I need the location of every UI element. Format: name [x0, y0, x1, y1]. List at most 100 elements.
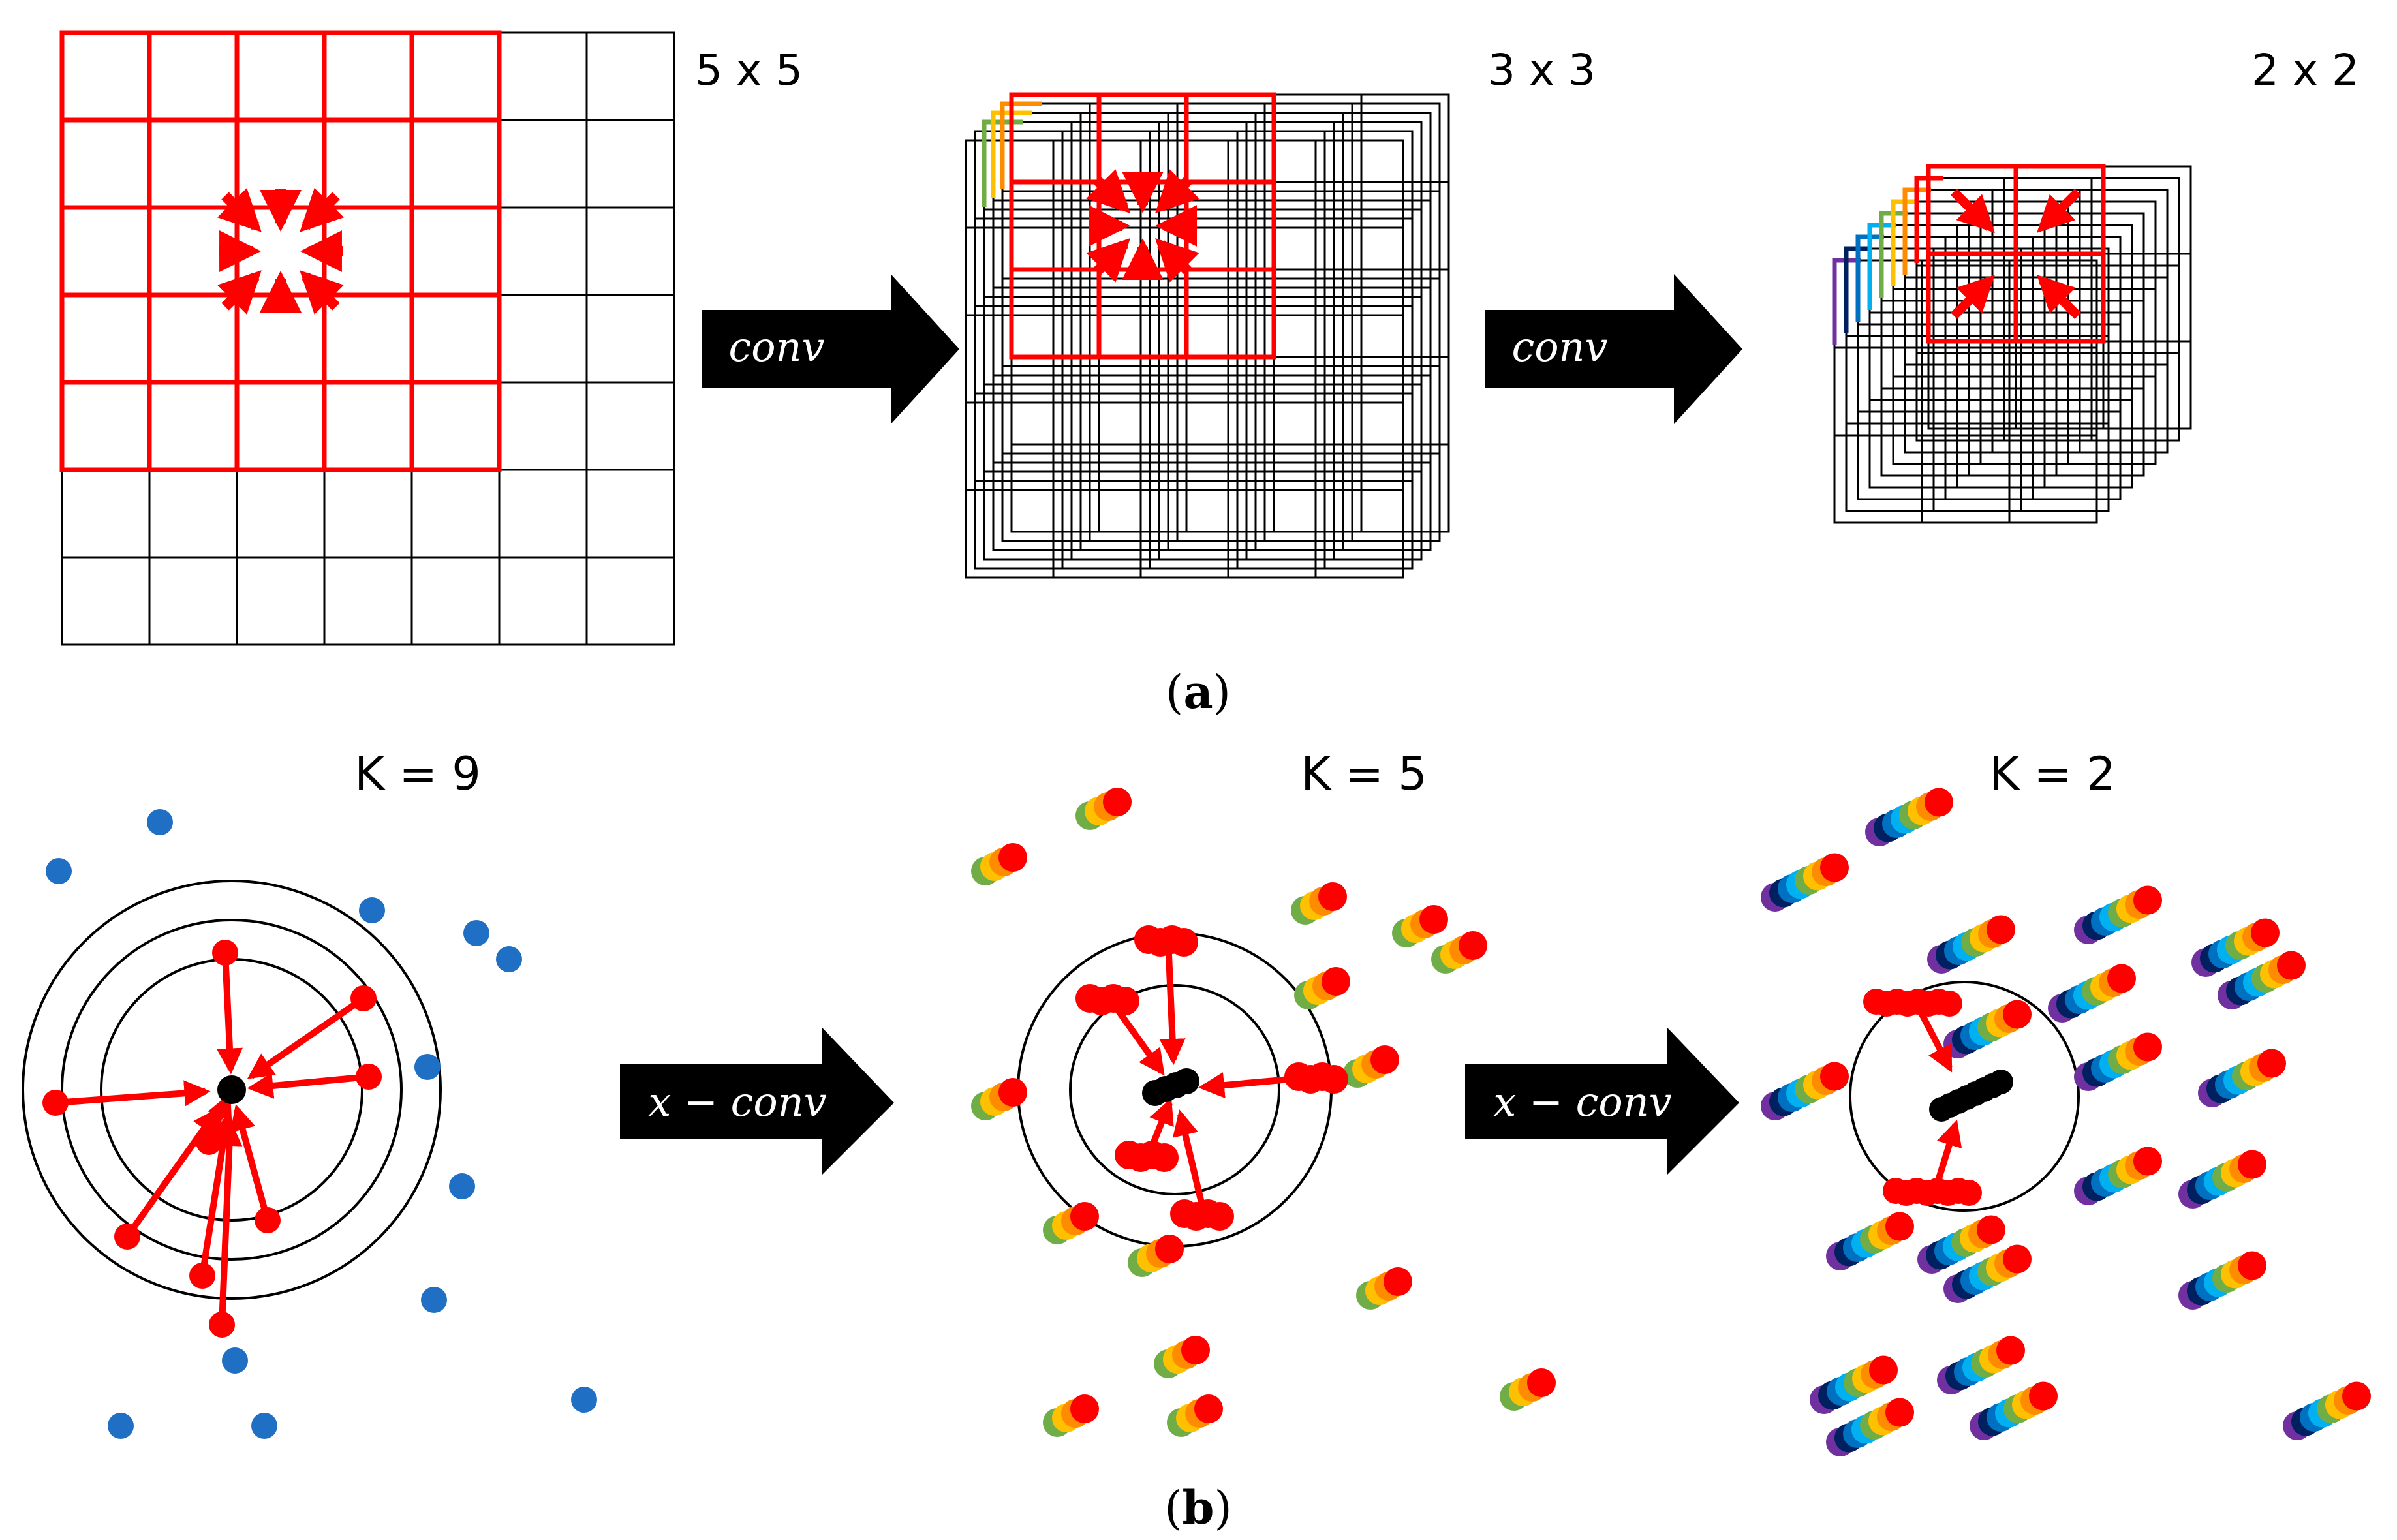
grid-cell — [148, 556, 238, 646]
feature-channel — [2029, 1381, 2058, 1411]
feature-channel — [2133, 1147, 2162, 1176]
grid-cell — [1254, 112, 1344, 202]
grid-cell — [1167, 199, 1257, 289]
neighbor-arrow — [1086, 169, 1131, 214]
grid-cell — [234, 380, 327, 472]
grid-cell — [1010, 93, 1100, 183]
grid-cell — [1070, 383, 1160, 473]
grid-cell — [1098, 268, 1188, 358]
grid-cell — [1915, 352, 2005, 442]
grid-cell — [1236, 392, 1326, 482]
neighbor-point — [350, 985, 377, 1011]
grid-cell — [1342, 461, 1432, 551]
grid-cell — [323, 294, 413, 384]
grid-cell — [1139, 401, 1229, 491]
input-point — [449, 1173, 475, 1199]
grid-cell — [1236, 480, 1326, 570]
grid-cell — [1360, 443, 1450, 533]
grid-cell — [1009, 267, 1102, 360]
feature-point — [1043, 1394, 1099, 1437]
neighbor-arrow — [1951, 275, 1995, 319]
feature-point — [1917, 1215, 2005, 1274]
panel-b: K = 9 K = 5 K = 2 x − conv x − conv (b) — [22, 747, 2371, 1535]
grid-cell — [1932, 335, 2022, 425]
channel-edge — [1844, 246, 1872, 333]
input-point — [463, 920, 489, 946]
k-label-5: K = 5 — [1301, 747, 1427, 801]
feature-channel — [998, 1078, 1027, 1107]
neighbor-feature — [1863, 989, 1962, 1017]
grid-cell — [148, 119, 238, 209]
grid-cell — [1273, 443, 1363, 533]
feature-point — [1291, 882, 1347, 925]
feature-channel — [998, 843, 1027, 872]
grid-cell — [1932, 422, 2022, 512]
grid-cell — [1079, 374, 1169, 464]
grid-cell — [61, 119, 151, 209]
grid-cell — [983, 121, 1073, 211]
grid-cell — [1342, 112, 1432, 202]
grid-cell — [59, 292, 152, 385]
grid-cell — [2079, 276, 2169, 366]
feature-channel — [1419, 905, 1448, 934]
grid-cell — [1254, 461, 1344, 551]
feature-channel — [1956, 1180, 1982, 1206]
feature-point — [1294, 967, 1350, 1009]
feature-channel — [2107, 964, 2136, 993]
grid-cell — [59, 380, 152, 472]
grid-cell — [1236, 217, 1326, 307]
channel-edge — [1867, 223, 1896, 310]
input-point — [108, 1413, 134, 1439]
feature-channel — [1318, 882, 1347, 911]
point-cloud-k2 — [1761, 788, 2371, 1456]
neighbor-point — [42, 1090, 69, 1116]
feature-channel — [1155, 1235, 1184, 1263]
feature-channel — [2133, 886, 2162, 915]
neighbor-arrow — [217, 952, 243, 1075]
grid-cell — [1868, 399, 1958, 489]
grid-cell — [1254, 286, 1344, 377]
center-feature — [1929, 1070, 2013, 1122]
grid-cell — [322, 380, 414, 472]
feature-channel — [1370, 1045, 1399, 1074]
grid-cell — [965, 489, 1055, 579]
grid-cell — [61, 556, 151, 646]
feature-point — [1826, 1398, 1914, 1456]
grid-cell — [1956, 399, 2046, 489]
grid-cell — [322, 292, 414, 385]
feature-channel — [1936, 991, 1962, 1017]
grid-cell — [1098, 443, 1188, 533]
feature-point — [2178, 1251, 2266, 1310]
grid-cell — [974, 130, 1064, 220]
neighbor-arrow — [1154, 238, 1199, 283]
center-point — [217, 1075, 246, 1104]
grid-cell — [992, 199, 1082, 289]
k-label-9: K = 9 — [354, 747, 481, 801]
grid-cell — [1185, 356, 1275, 446]
grid-cell — [1070, 296, 1160, 386]
grid-cell — [1968, 300, 2058, 390]
caption-b: (b) — [1164, 1481, 1232, 1535]
grid-cell — [1956, 311, 2046, 401]
neighbor-point — [255, 1207, 281, 1233]
grid-cell — [1314, 139, 1404, 229]
grid-cell — [983, 208, 1073, 298]
grid-cell — [2067, 288, 2157, 378]
grid-cell — [1010, 268, 1100, 358]
grid-cell — [1167, 374, 1257, 464]
grid-cell — [992, 112, 1082, 202]
feature-point — [1937, 1336, 2025, 1394]
grid-cell — [1009, 92, 1102, 185]
grid-cell — [1360, 181, 1450, 271]
grid-cell — [1323, 392, 1414, 482]
grid-cell — [1176, 277, 1266, 367]
grid-cell — [992, 461, 1082, 551]
grid-cell — [1061, 305, 1151, 395]
grid-cell — [59, 117, 152, 210]
grid-cell — [410, 294, 501, 384]
grid-cell — [1323, 480, 1414, 570]
grid-label-5x5: 5 x 5 — [695, 45, 803, 95]
neighbor-point — [114, 1224, 140, 1250]
k-label-2: K = 2 — [1989, 747, 2116, 801]
grid-label-2x2: 2 x 2 — [2251, 45, 2359, 95]
